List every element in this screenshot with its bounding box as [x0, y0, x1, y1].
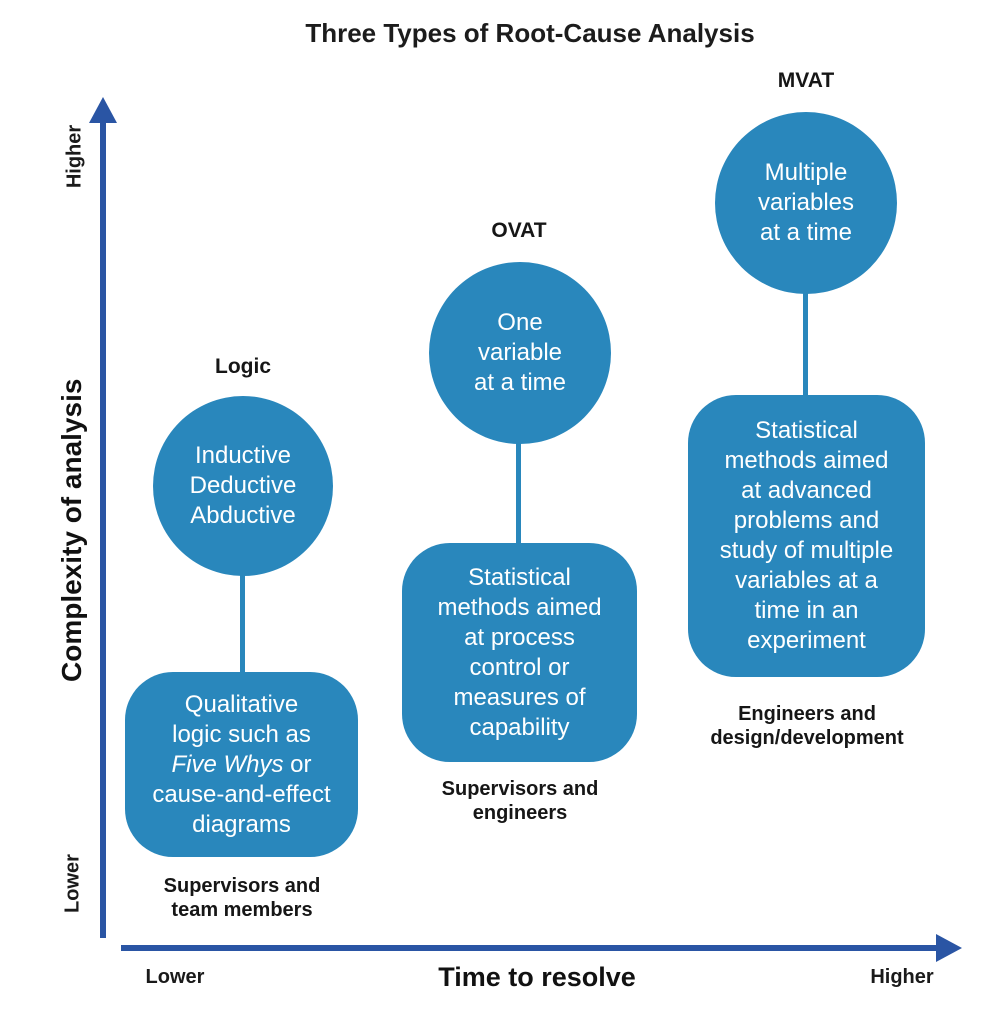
diagram-title: Three Types of Root-Cause Analysis [305, 18, 755, 48]
connector-mvat [803, 290, 808, 399]
connector-ovat [516, 440, 521, 547]
box-ovat-text: Statistical methods aimed at process con… [437, 563, 602, 741]
box-logic-italic-text: Five Whys [171, 750, 284, 778]
circle-ovat: One variable at a time [429, 262, 611, 444]
y-axis-lower-label: Lower [61, 854, 84, 913]
x-axis-higher-label: Higher [870, 966, 934, 988]
connector-logic [240, 572, 245, 676]
group-label-ovat: OVAT [491, 219, 547, 242]
group-label-logic: Logic [215, 355, 271, 378]
caption-ovat: Supervisors and engineers [441, 778, 599, 824]
circle-mvat-text: Multiple variables at a time [757, 159, 855, 246]
box-logic: Qualitative logic such as Five Whys or c… [125, 672, 358, 857]
x-axis-line [121, 945, 937, 951]
box-logic-text: Qualitative logic such as Five Whys or c… [152, 690, 331, 838]
y-axis-arrow-up-icon [89, 97, 117, 123]
group-label-mvat: MVAT [777, 69, 835, 92]
box-mvat-text: Statistical methods aimed at advanced pr… [719, 417, 894, 654]
circle-logic: Inductive Deductive Abductive [153, 396, 333, 576]
caption-logic: Supervisors and team members [163, 875, 321, 921]
box-ovat: Statistical methods aimed at process con… [402, 543, 637, 762]
x-axis-title: Time to resolve [438, 962, 636, 992]
circle-ovat-text: One variable at a time [473, 309, 567, 396]
y-axis-title: Complexity of analysis [56, 378, 87, 682]
x-axis-arrow-right-icon [936, 934, 962, 962]
circle-mvat: Multiple variables at a time [715, 112, 897, 294]
box-mvat: Statistical methods aimed at advanced pr… [688, 395, 925, 677]
y-axis-line [100, 118, 106, 938]
y-axis-higher-label: Higher [63, 124, 86, 189]
x-axis-lower-label: Lower [145, 966, 205, 988]
circle-logic-text: Inductive Deductive Abductive [189, 442, 297, 529]
caption-mvat: Engineers and design/development [710, 703, 904, 749]
